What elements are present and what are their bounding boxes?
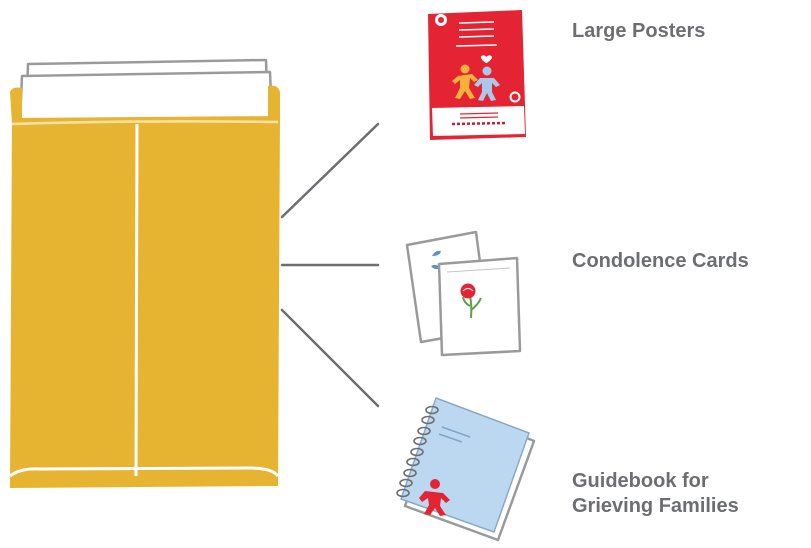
envelope-illustration bbox=[10, 60, 280, 488]
label-condolence-cards-line: Condolence Cards bbox=[572, 249, 749, 274]
label-large-posters-line: Large Posters bbox=[572, 19, 705, 44]
connector-lines bbox=[282, 124, 378, 406]
envelope-body bbox=[10, 116, 280, 488]
connector-posters bbox=[282, 124, 378, 217]
label-condolence-cards: Condolence Cards bbox=[572, 249, 749, 274]
guidebook-icon bbox=[397, 398, 534, 540]
connector-guidebook bbox=[282, 310, 378, 406]
label-guidebook-line-2: Grieving Families bbox=[572, 494, 739, 519]
poster-icon bbox=[428, 10, 526, 140]
label-guidebook-line-1: Guidebook for bbox=[572, 469, 739, 494]
condolence-cards-icon bbox=[407, 232, 520, 355]
envelope-fold bbox=[136, 124, 137, 476]
envelope-papers bbox=[20, 60, 272, 122]
label-large-posters: Large Posters bbox=[572, 19, 705, 44]
label-guidebook: Guidebook for Grieving Families bbox=[572, 469, 739, 519]
